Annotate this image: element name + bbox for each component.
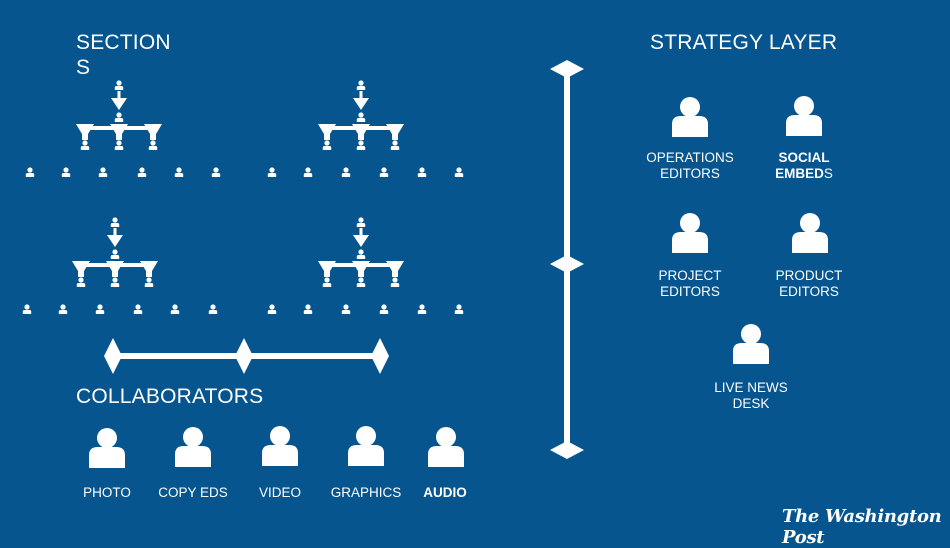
collaborator-label-video: VIDEO [258,485,301,500]
strategy-label-live-news: LIVE NEWS DESK [714,380,788,411]
person-icon [786,96,822,136]
double-arrow-icon [104,338,389,374]
collaborator-label-copy-eds: COPY EDS [158,485,228,500]
person-icon [792,213,828,253]
strategy-label-social: SOCIAL EMBEDS [775,150,833,181]
section-staff-row-2 [22,304,464,314]
person-icon [672,213,708,253]
person-icon [733,324,769,364]
person-icon [672,97,708,137]
strategy-label-operations: OPERATIONS EDITORS [646,150,734,181]
strategy-label-project: PROJECT EDITORS [658,268,722,299]
person-icon [89,428,125,468]
person-icon [348,426,384,466]
section-tree-4 [318,217,404,287]
strategy-layer-title: STRATEGY LAYER [650,31,838,54]
collaborator-label-photo: PHOTO [83,485,131,500]
section-tree-3 [72,217,158,287]
collaborator-label-audio: AUDIO [423,485,467,500]
collaborators-title: COLLABORATORS [76,385,264,408]
double-arrow-icon [550,60,584,459]
section-tree-2 [318,80,404,150]
sections-title: SECTION S [76,31,171,79]
strategy-label-product: PRODUCT EDITORS [775,268,843,299]
section-tree-1 [76,80,162,150]
collaborator-label-graphics: GRAPHICS [330,485,402,500]
diagram-graphics [22,60,828,468]
section-staff-row-1 [25,167,464,177]
washington-post-logo: The Washington Post [782,506,942,548]
person-icon [262,426,298,466]
person-icon [175,427,211,467]
person-icon [428,427,464,467]
